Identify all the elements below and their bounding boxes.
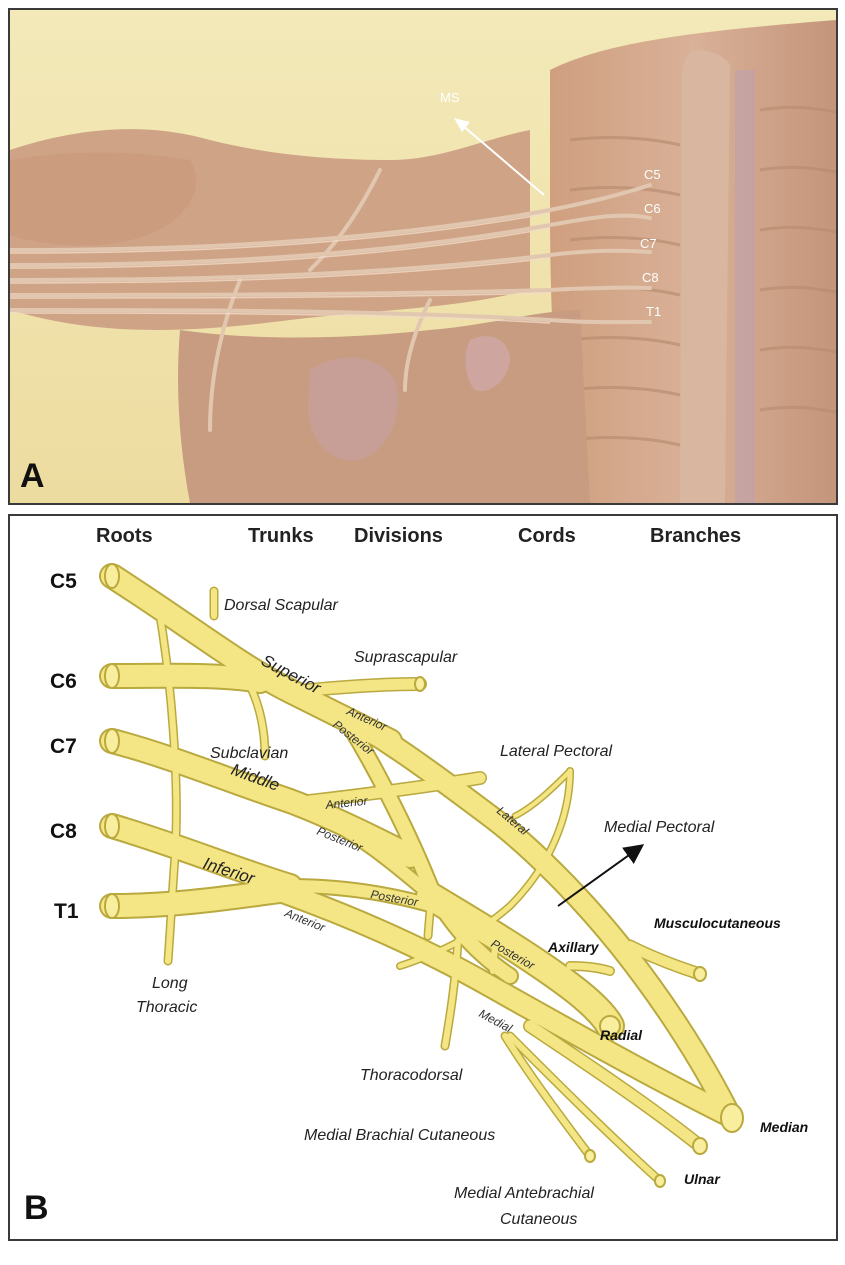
division-middle-anterior-label: Anterior: [324, 794, 369, 813]
ms-arrow: [454, 118, 545, 196]
c6-photo-label: C6: [644, 201, 661, 216]
header-roots: Roots: [96, 525, 153, 547]
dissection-photo: MS C5 C6 C7 C8 T1: [10, 10, 836, 503]
cord-medial-label: Medial: [477, 1006, 515, 1035]
c5-photo-label: C5: [644, 167, 661, 182]
nerve-bundles: [99, 563, 744, 1188]
branch-thoracodorsal-label: Thoracodorsal: [360, 1067, 463, 1084]
c7-photo-label: C7: [640, 236, 657, 251]
branch-musculocutaneous-label: Musculocutaneous: [654, 915, 781, 931]
branch-medial-antebrachial-label-line2: Cutaneous: [500, 1211, 577, 1228]
panel-a-dissection-photo: MS C5 C6 C7 C8 T1 A: [8, 8, 838, 505]
division-inferior-posterior-label: Posterior: [369, 887, 420, 909]
root-c5-label: C5: [50, 570, 77, 593]
branch-radial-label: Radial: [600, 1027, 643, 1043]
header-divisions: Divisions: [354, 525, 443, 547]
header-branches: Branches: [650, 525, 741, 547]
c8-photo-label: C8: [642, 270, 659, 285]
medial-pectoral-arrow: [557, 844, 645, 907]
panel-b-plexus-diagram: Roots Trunks Divisions Cords Branches: [8, 514, 838, 1241]
branch-dorsal-scapular-label: Dorsal Scapular: [224, 597, 339, 614]
root-c6-label: C6: [50, 670, 77, 693]
branch-medial-brachial-cutaneous-label: Medial Brachial Cutaneous: [304, 1127, 495, 1144]
branch-axillary-label: Axillary: [547, 939, 600, 955]
ms-label: MS: [440, 90, 460, 105]
header-cords: Cords: [518, 525, 576, 547]
branch-lateral-pectoral-label: Lateral Pectoral: [500, 743, 613, 760]
branch-median-label: Median: [760, 1119, 808, 1135]
branch-subclavian-label: Subclavian: [210, 745, 288, 762]
panel-b-letter: B: [24, 1189, 49, 1227]
branch-medial-pectoral-label: Medial Pectoral: [604, 819, 715, 836]
t1-photo-label: T1: [646, 304, 661, 319]
branch-long-thoracic-label-line2: Thoracic: [136, 999, 197, 1016]
branch-ulnar-label: Ulnar: [684, 1171, 721, 1187]
root-c8-label: C8: [50, 820, 77, 843]
root-c7-label: C7: [50, 735, 77, 758]
branch-long-thoracic-label-line1: Long: [152, 975, 188, 992]
branch-suprascapular-label: Suprascapular: [354, 649, 458, 666]
root-t1-label: T1: [54, 900, 79, 923]
brachial-plexus-diagram: Roots Trunks Divisions Cords Branches: [50, 525, 808, 1228]
panel-a-letter: A: [20, 457, 45, 495]
header-trunks: Trunks: [248, 525, 314, 547]
branch-medial-antebrachial-label-line1: Medial Antebrachial: [454, 1185, 594, 1202]
